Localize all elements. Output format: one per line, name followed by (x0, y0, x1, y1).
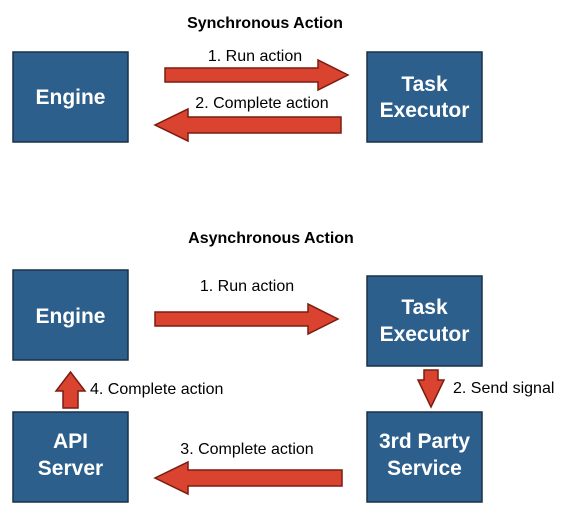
async-section: Asynchronous Action Engine Task Executor… (12, 230, 554, 503)
sync-section: Synchronous Action Engine Task Executor … (12, 15, 483, 143)
sync-run-action-arrow (164, 58, 350, 92)
sync-task-executor-label-line1: Task (401, 73, 448, 96)
async-third-party-label-line2: Service (387, 457, 462, 480)
async-api-server-label-line2: Server (38, 457, 103, 480)
async-task-executor-box (366, 275, 483, 367)
async-third-party-service-box (366, 411, 483, 503)
async-send-signal-label: 2. Send signal (453, 380, 554, 397)
async-task-executor-label-line2: Executor (380, 323, 470, 346)
async-run-action-arrow (154, 302, 340, 336)
sync-engine-box (12, 51, 129, 143)
sync-run-action-label: 1. Run action (208, 48, 302, 65)
async-run-action-label: 1. Run action (200, 278, 294, 295)
sync-complete-action-arrow (153, 107, 342, 143)
async-third-party-label-line1: 3rd Party (379, 430, 470, 453)
sync-task-executor-label-line2: Executor (380, 99, 470, 122)
async-title: Asynchronous Action (188, 230, 354, 247)
async-send-signal-arrow (416, 369, 446, 409)
async-complete-action-3-arrow (153, 460, 343, 496)
async-complete-action-4-label: 4. Complete action (90, 381, 223, 398)
async-complete-action-4-arrow (54, 370, 87, 409)
async-task-executor-label-line1: Task (401, 296, 448, 319)
sync-title: Synchronous Action (187, 15, 343, 32)
async-api-server-box (12, 411, 129, 503)
async-complete-action-3-label: 3. Complete action (180, 441, 313, 458)
async-engine-box (12, 269, 129, 361)
sync-engine-label: Engine (35, 86, 105, 109)
sync-complete-action-label: 2. Complete action (195, 95, 328, 112)
sync-task-executor-box (366, 51, 483, 143)
async-api-server-label-line1: API (53, 430, 88, 453)
async-engine-label: Engine (35, 305, 105, 328)
